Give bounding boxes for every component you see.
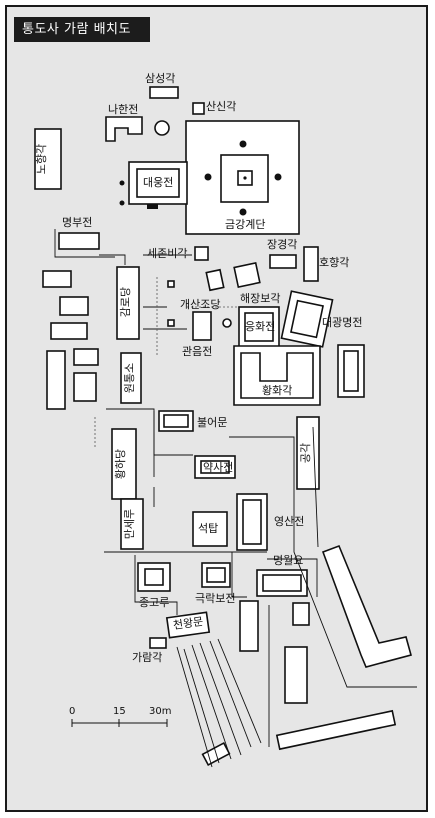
building-tiny-1 (167, 280, 175, 288)
building-tiny-2 (167, 319, 175, 327)
label-janggyeonggak: 장경각 (267, 238, 298, 251)
site-plan (34, 86, 417, 768)
label-gaesanjodang: 개산조당 (180, 298, 221, 311)
building-lower-3 (284, 646, 308, 704)
scale-label-15: 15 (113, 706, 126, 717)
label-garamgak: 가람각 (132, 651, 163, 664)
label-seoktap: 석탑 (198, 522, 219, 535)
building-bottom-long (275, 709, 397, 751)
building-sejonbigak (194, 246, 209, 261)
building-cheonwangmun (165, 611, 211, 639)
map-frame: 통도사 가람 배치도 (5, 5, 428, 812)
label-sejonbigak: 세존비각 (147, 247, 188, 260)
building-left-1 (42, 270, 72, 288)
building-sansingak (192, 102, 205, 115)
building-right-top-inner (343, 350, 359, 392)
building-garamgak (149, 637, 167, 649)
building-yaksajeon-inner (200, 460, 230, 474)
building-gamnodang (116, 266, 140, 340)
building-lower-1 (239, 600, 259, 652)
label-hohyanggak: 호향각 (319, 256, 350, 269)
building-hwanghwagak-inner (240, 352, 314, 399)
building-left-6 (73, 372, 97, 402)
building-manseru (120, 498, 144, 550)
label-gamnodang: 감로당 (119, 286, 133, 318)
building-nohyangak (34, 128, 62, 190)
building-eunghwajeon-inner (244, 312, 274, 342)
building-daegwangmyeongjeon-inner (290, 299, 324, 339)
label-geumgang-gyedan: 금강계단 (225, 218, 266, 231)
label-sansingak: 산신각 (206, 100, 237, 113)
building-left-2 (59, 296, 89, 316)
label-nohyangak: 노향각 (35, 143, 49, 175)
building-yeongsanjeon-inner (242, 499, 262, 545)
label-jonggoru: 종고루 (139, 596, 170, 609)
building-gaesanjodang (192, 311, 212, 341)
label-wontongso: 원통소 (123, 362, 137, 394)
label-myeongbujeon: 명부전 (62, 216, 93, 229)
building-jonggoru-inner (144, 568, 164, 586)
building-left-3 (50, 322, 88, 340)
label-myeongwolyo: 명월요 (273, 554, 304, 567)
scale-label-30m: 30m (149, 706, 172, 717)
label-yeongsanjeon: 영산전 (274, 515, 305, 528)
building-buleomun-inner (163, 414, 189, 428)
building-left-5 (73, 348, 99, 366)
building-hwangha-dang (111, 428, 137, 500)
label-daegwangmyeongjeon: 대광명전 (322, 316, 363, 329)
label-gong: 공각 (299, 442, 313, 464)
label-yaksajeon: 약사전 (203, 461, 234, 474)
label-nahanjeon: 나한전 (108, 103, 139, 116)
building-myeongbujeon (58, 232, 100, 250)
building-lower-2 (292, 602, 310, 626)
label-hwanghwagak: 황화각 (262, 384, 293, 397)
scale-label-0: 0 (69, 706, 76, 717)
building-long-diagonal (321, 544, 412, 668)
label-daeungjeon: 대웅전 (143, 176, 174, 189)
label-gwaneumjeon: 관음전 (182, 345, 213, 358)
label-haejangbogak: 해장보각 (240, 292, 281, 305)
label-eunghwajeon: 응화전 (245, 320, 276, 333)
building-small-1 (205, 268, 225, 292)
building-myeongwolyo-inner (262, 574, 302, 592)
building-geungnakbojeon-inner (206, 567, 226, 583)
building-samseonggak (149, 86, 179, 99)
building-janggyeonggak (269, 254, 297, 269)
building-seoktap (192, 511, 228, 547)
label-buleomun: 불어문 (197, 416, 228, 429)
label-hwangha-dang: 황하당 (114, 448, 128, 480)
building-nahanjeon (105, 116, 143, 142)
label-manseru: 만세루 (123, 508, 137, 540)
label-geungnakbojeon: 극락보전 (195, 592, 236, 605)
well-circle (222, 318, 232, 328)
building-small-2 (233, 261, 261, 289)
building-hohyanggak (303, 246, 319, 282)
building-wontongso (120, 352, 142, 404)
stupa-circle (154, 120, 170, 136)
building-left-4 (46, 350, 66, 410)
building-daeungjeon-inner (136, 168, 180, 198)
map-title: 통도사 가람 배치도 (14, 17, 150, 42)
label-samseonggak: 삼성각 (145, 72, 176, 85)
